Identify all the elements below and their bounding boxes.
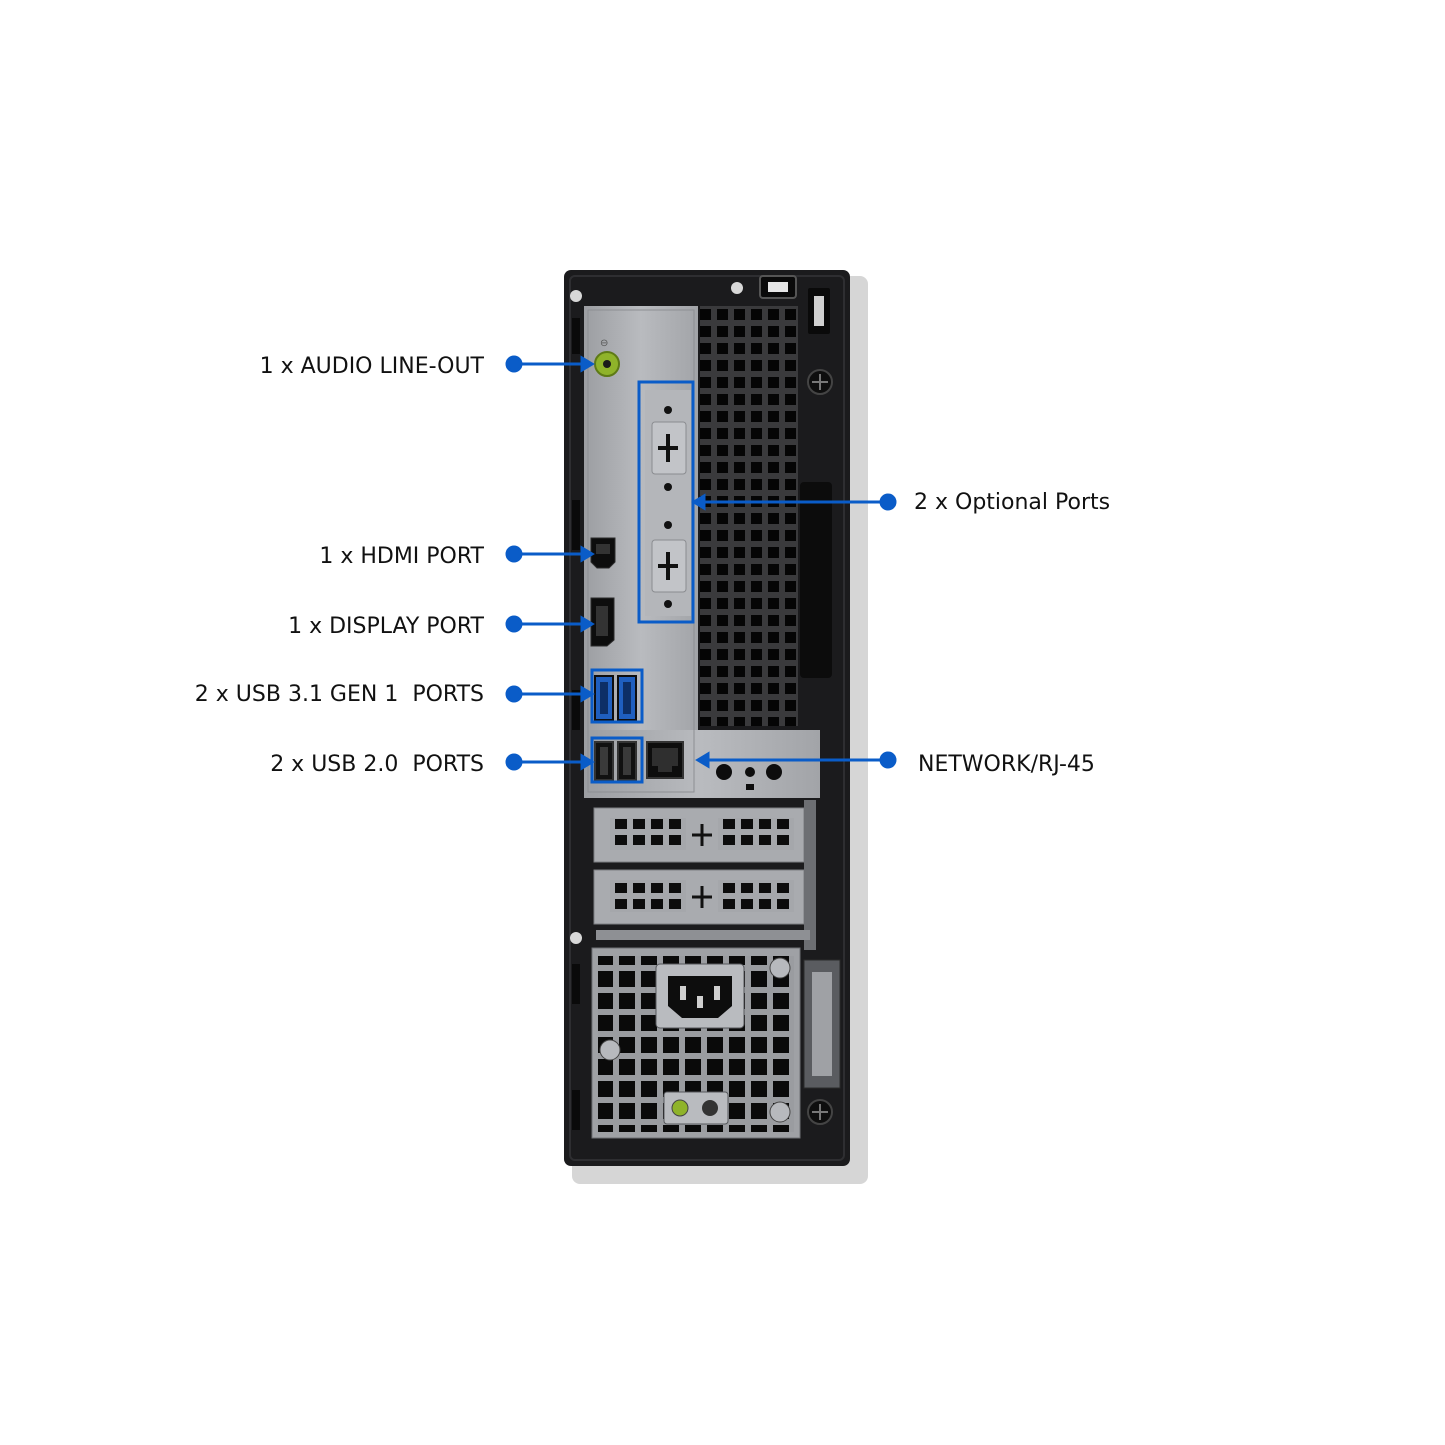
expansion-slots: [570, 800, 816, 950]
svg-text:⊖: ⊖: [600, 338, 608, 349]
usb20-ports-icon: [594, 741, 637, 781]
callout-lines: [505, 355, 897, 771]
screw-hole-icon: [570, 290, 582, 302]
label-display-port: 1 x DISPLAY PORT: [288, 614, 484, 639]
callout-labels: 1 x AUDIO LINE-OUT 1 x HDMI PORT 1 x DIS…: [195, 354, 1110, 777]
psu-led-icon: [671, 1099, 689, 1117]
usb31-highlight: [590, 668, 644, 724]
optional-port-modules: [645, 390, 691, 616]
displayport-icon: [590, 597, 615, 647]
label-network-rj45: NETWORK/RJ-45: [918, 752, 1095, 777]
label-optional-ports: 2 x Optional Ports: [914, 490, 1110, 515]
psu-test-button-icon: [702, 1100, 718, 1116]
usb20-highlight: [590, 736, 644, 784]
label-hdmi-port: 1 x HDMI PORT: [319, 544, 484, 569]
label-usb20-ports: 2 x USB 2.0 PORTS: [270, 752, 484, 777]
screw-icon: [769, 1101, 791, 1123]
usb31-ports-icon: [594, 675, 637, 721]
side-latch: [800, 482, 832, 678]
label-usb31-ports: 2 x USB 3.1 GEN 1 PORTS: [195, 682, 484, 707]
hdmi-port-icon: [590, 537, 616, 569]
label-audio-line-out: 1 x AUDIO LINE-OUT: [260, 354, 485, 379]
power-supply: [591, 947, 841, 1139]
screw-icon: [599, 1039, 621, 1061]
ports: ⊖: [590, 338, 782, 790]
screw-icon: [769, 957, 791, 979]
top-vent-grid: [700, 306, 798, 726]
ethernet-port-icon: [646, 741, 684, 779]
screw-hole-icon: [731, 282, 743, 294]
